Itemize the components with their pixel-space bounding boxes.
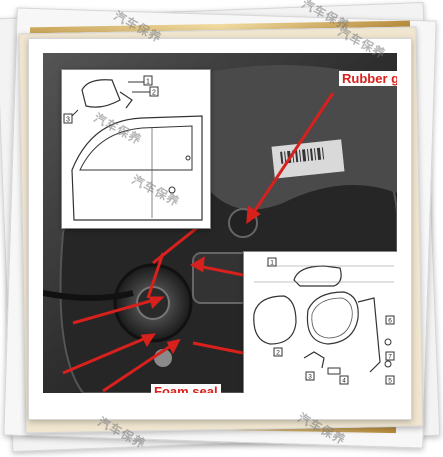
door-diagram: 1 2 3 (63, 75, 203, 221)
mirror-callout-6: 6 (388, 318, 392, 325)
door-callout-2: 2 (152, 90, 156, 97)
mirror-photo: 1 2 3 (43, 53, 397, 393)
mirror-callout-1: 1 (270, 260, 274, 267)
rubber-gasket-label: Rubber g (339, 71, 397, 86)
mirror-callout-2: 2 (276, 350, 280, 357)
door-callout-1: 1 (146, 79, 150, 86)
foam-seal-label: Foam seal (151, 384, 221, 393)
photo-frame: 1 2 3 (28, 38, 412, 420)
mirror-callout-5: 5 (388, 378, 392, 385)
door-diagram-inset: 1 2 3 (61, 69, 211, 229)
mirror-parts-diagram: 1 2 3 4 5 6 7 (253, 257, 395, 385)
door-callout-3: 3 (66, 117, 70, 124)
mirror-callout-3: 3 (308, 374, 312, 381)
mirror-callout-4: 4 (342, 378, 346, 385)
mirror-parts-inset: 1 2 3 4 5 6 7 (243, 251, 397, 393)
mirror-callout-7: 7 (388, 354, 392, 361)
